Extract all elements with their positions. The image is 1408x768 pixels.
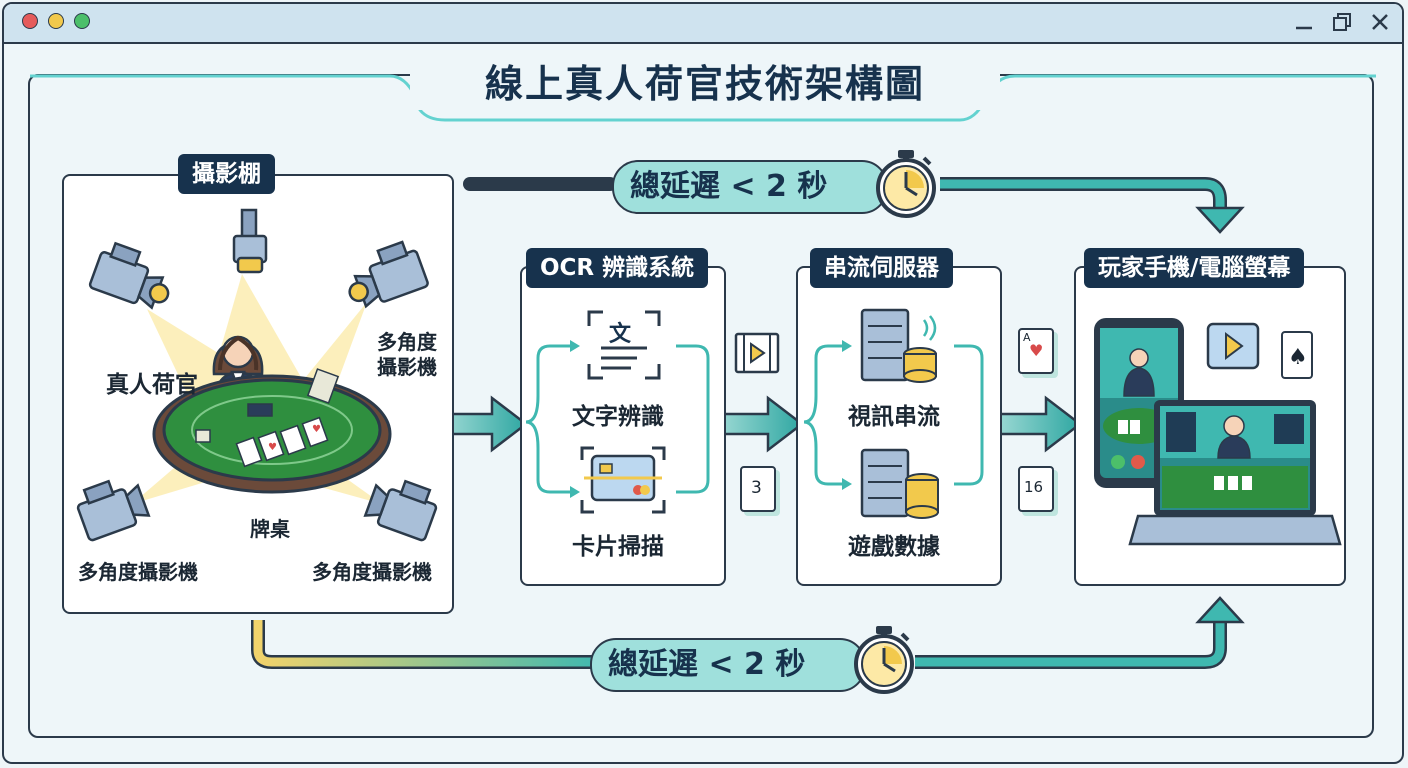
player-devices-illustration: ♠ — [1094, 318, 1342, 546]
camera-icon — [363, 479, 438, 542]
playing-card-icon: 3 — [740, 466, 776, 512]
camera-label-bottom-left: 多角度攝影機 — [78, 560, 198, 584]
playing-card-icon: 16 — [1018, 466, 1054, 512]
camera-label-bottom-right: 多角度攝影機 — [312, 560, 432, 584]
latency-badge-bottom: 總延遲 < 2 秒 — [590, 638, 866, 692]
data-server-icon — [860, 448, 939, 519]
streaming-tag: 串流伺服器 — [810, 248, 953, 288]
svg-text:♥: ♥ — [268, 442, 277, 453]
heart-icon: ♥ — [1029, 341, 1044, 360]
stopwatch-icon — [876, 150, 936, 218]
player-tag: 玩家手機/電腦螢幕 — [1084, 248, 1305, 288]
ocr-item-text-recognition: 文字辨識 — [572, 404, 664, 430]
svg-text:♠: ♠ — [1288, 345, 1308, 370]
ocr-panel — [520, 266, 726, 586]
table-label: 牌桌 — [250, 517, 290, 541]
camera-icon — [348, 240, 429, 309]
playing-card-icon: A ♥ — [1018, 328, 1054, 374]
streaming-item-game-data: 遊戲數據 — [848, 534, 940, 560]
laptop-icon — [1128, 400, 1342, 546]
camera-icon — [76, 479, 151, 542]
svg-text:♥: ♥ — [312, 424, 321, 435]
card-value: 3 — [751, 478, 762, 498]
dealer-label: 真人荷官 — [106, 372, 198, 398]
card-value: 16 — [1024, 478, 1044, 496]
camera-icon — [232, 208, 268, 274]
close-dot[interactable] — [22, 13, 38, 29]
video-film-icon — [734, 332, 780, 374]
ocr-tag: OCR 辨識系統 — [526, 248, 709, 288]
text-scan-icon: 文 — [587, 310, 661, 380]
stopwatch-icon — [854, 626, 914, 694]
minimize-icon[interactable] — [1292, 10, 1316, 34]
streaming-branch-lines — [803, 340, 984, 490]
studio-illustration: ♥♥ — [76, 208, 438, 542]
camera-label-right: 多角度 攝影機 — [377, 330, 437, 379]
ocr-item-card-scan: 卡片掃描 — [572, 534, 664, 560]
studio-tag: 攝影棚 — [178, 154, 275, 194]
ocr-branch-lines — [525, 340, 710, 498]
card-value: A — [1023, 331, 1031, 344]
latency-badge-top: 總延遲 < 2 秒 — [612, 160, 888, 214]
window-titlebar — [4, 4, 1402, 44]
diagram-title: 線上真人荷官技術架構圖 — [410, 58, 1000, 110]
close-icon[interactable] — [1368, 10, 1392, 34]
streaming-item-video: 視訊串流 — [848, 404, 940, 430]
card-scan-icon — [580, 446, 666, 514]
minimize-dot[interactable] — [48, 13, 64, 29]
camera-icon — [88, 241, 170, 310]
maximize-dot[interactable] — [74, 13, 90, 29]
video-server-icon — [860, 308, 937, 383]
text-scan-glyph: 文 — [609, 322, 632, 347]
restore-icon[interactable] — [1330, 10, 1354, 34]
